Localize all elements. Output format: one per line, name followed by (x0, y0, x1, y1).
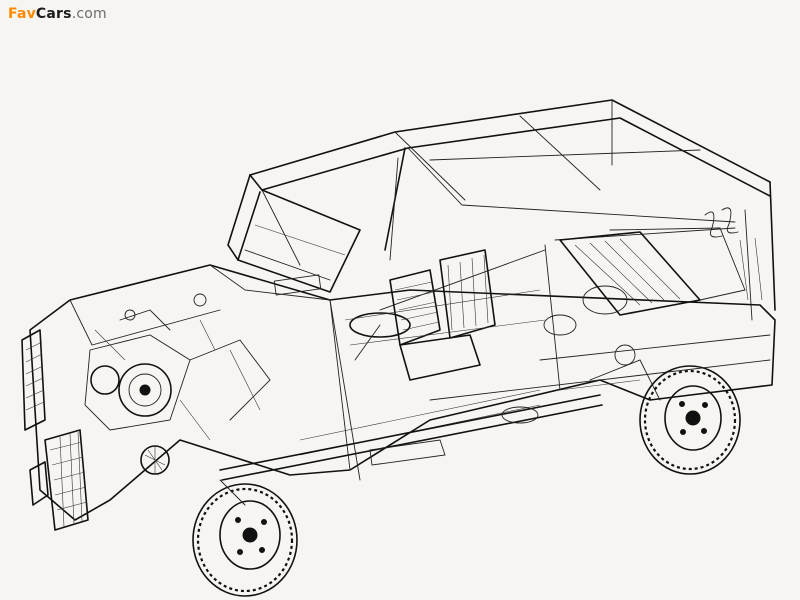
favcars-watermark[interactable]: FavCars.com (8, 6, 107, 22)
watermark-cars: Cars (35, 6, 72, 22)
front-wheel (192, 479, 298, 597)
watermark-domain: .com (71, 6, 107, 22)
side-panels (273, 207, 763, 471)
drivetrain (219, 344, 661, 481)
engine (84, 293, 271, 475)
rear-wheel (639, 365, 741, 475)
interior (349, 249, 628, 381)
watermark-fav: Fav (8, 6, 36, 22)
rear-seat (559, 227, 746, 316)
front-grille (21, 329, 89, 531)
windshield (227, 147, 406, 293)
roof-frame (249, 99, 776, 321)
